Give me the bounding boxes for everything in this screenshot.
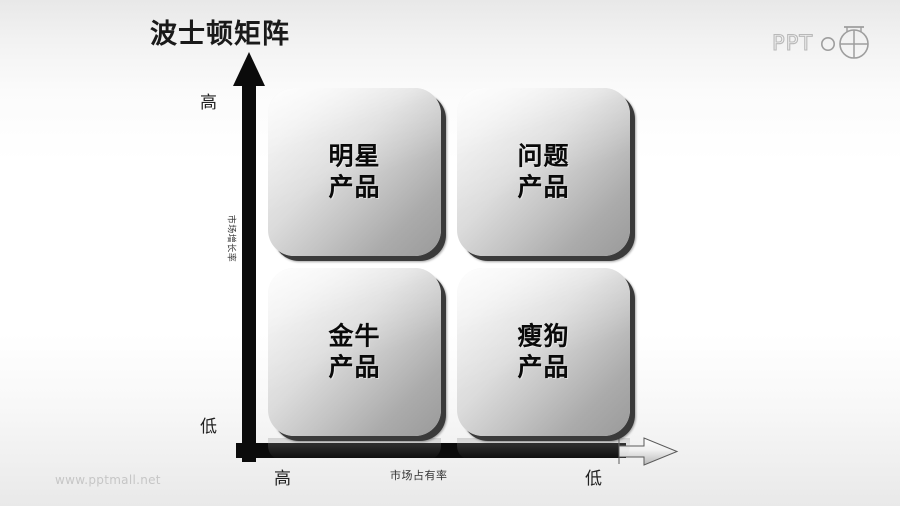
y-axis	[232, 52, 266, 462]
quadrant-star-line2: 产品	[328, 172, 381, 201]
pptmall-logo: PPT	[771, 20, 882, 62]
x-axis-low-label: 低	[585, 469, 602, 489]
y-axis-high-label: 高	[200, 93, 217, 113]
y-axis-arrow-icon	[233, 52, 265, 462]
quadrant-star-label: 明星 产品	[268, 142, 441, 203]
quadrant-cash-cow-products[interactable]: 金牛 产品	[268, 268, 441, 436]
x-axis-arrow-icon	[236, 437, 679, 466]
quadrant-star-products[interactable]: 明星 产品	[268, 88, 441, 256]
quadrant-cash-cow-label: 金牛 产品	[268, 322, 441, 383]
x-axis-title: 市场占有率	[390, 469, 448, 482]
quadrant-dog-line2: 产品	[517, 352, 570, 381]
quadrant-cash-cow-line2: 产品	[328, 352, 381, 381]
quadrant-question-label: 问题 产品	[457, 142, 630, 203]
quadrant-question-line2: 产品	[517, 172, 570, 201]
quadrant-question-products[interactable]: 问题 产品	[457, 88, 630, 256]
y-axis-title: 市场增长率	[225, 214, 236, 263]
quadrant-star-line1: 明星	[328, 141, 381, 171]
quadrant-dog-line1: 瘦狗	[517, 321, 570, 351]
quadrant-cash-cow-line1: 金牛	[328, 321, 381, 351]
site-watermark: www.pptmall.net	[55, 473, 161, 487]
y-axis-low-label: 低	[200, 417, 217, 437]
page-title: 波士顿矩阵	[150, 19, 290, 50]
boston-matrix-grid: 明星 产品 问题 产品 金牛 产品 瘦狗 产品	[268, 88, 630, 460]
quadrant-dog-products[interactable]: 瘦狗 产品	[457, 268, 630, 436]
quadrant-question-line1: 问题	[517, 141, 570, 171]
x-axis	[236, 437, 680, 467]
quadrant-dog-label: 瘦狗 产品	[457, 322, 630, 383]
logo-icon: PPT	[771, 26, 869, 59]
x-axis-high-label: 高	[274, 469, 291, 489]
logo-small-circle-icon	[820, 36, 835, 51]
logo-wordmark: PPT	[772, 31, 813, 55]
